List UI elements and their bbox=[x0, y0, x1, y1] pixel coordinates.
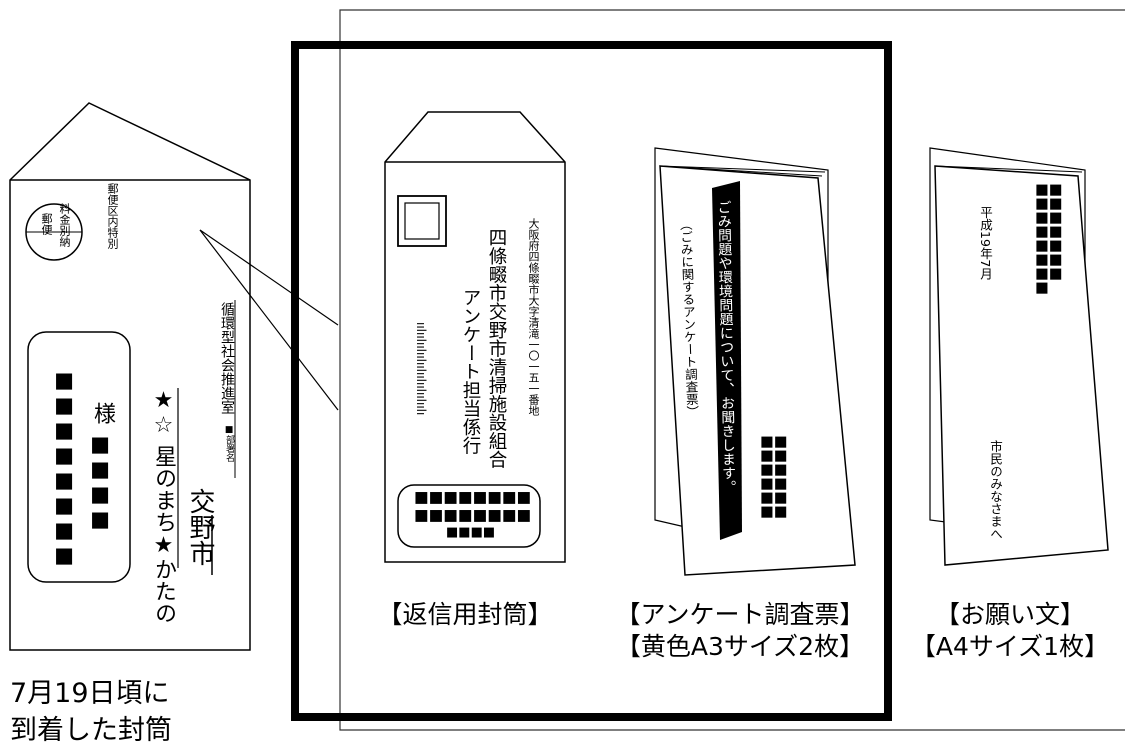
return-to-address: 大阪府四條畷市大字清滝一〇一五一番地 bbox=[527, 218, 540, 416]
stamp-box bbox=[397, 195, 447, 247]
highlight-frame bbox=[291, 41, 892, 721]
questionnaire-banner bbox=[712, 181, 742, 540]
questionnaire-sheet bbox=[659, 165, 856, 576]
return-to-org: 四條畷市交野市清掃施設組合 bbox=[486, 228, 507, 469]
recipient-blocks-line1: ■■■■■■■■ bbox=[52, 368, 76, 568]
sender-star-line: ★☆ 星のまち★かたの bbox=[151, 388, 176, 624]
sender-dept: 循環型社会推進室 bbox=[219, 302, 235, 414]
callout-line bbox=[199, 229, 339, 411]
postage-mark-line2: 郵便 bbox=[40, 213, 53, 235]
return-blocks-row3: ■■■■ bbox=[446, 525, 496, 540]
letter-caption-line1: 【お願い文】 bbox=[934, 600, 1085, 629]
sender-city: 交野市 bbox=[185, 488, 215, 566]
recipient-honorific: 様 bbox=[90, 402, 115, 424]
letter-caption-line2: 【A4サイズ1枚】 bbox=[910, 632, 1110, 661]
letter-sheet bbox=[934, 165, 1109, 566]
questionnaire-blocks: ■■■■■■■■■■■■ bbox=[760, 434, 788, 520]
callout-line bbox=[199, 229, 339, 326]
left-envelope-caption-line2: 到着した封筒 bbox=[10, 715, 172, 746]
recipient-window bbox=[27, 331, 131, 583]
background-frame bbox=[339, 9, 1125, 731]
recipient-blocks-line2: ■■■■ bbox=[88, 432, 112, 532]
return-blocks-row1: ■■■■■■■■ bbox=[414, 488, 532, 506]
return-blocks-frame bbox=[397, 484, 541, 548]
return-barcode: ıılıılıılıılıılıılıılıılıılı bbox=[414, 322, 428, 416]
return-envelope-caption: 【返信用封筒】 bbox=[377, 600, 553, 629]
return-blocks-row2: ■■■■■■■■ bbox=[414, 506, 532, 524]
questionnaire-caption-line1: 【アンケート調査票】 bbox=[615, 600, 865, 629]
left-envelope-caption-line1: 7月19日頃に bbox=[10, 678, 170, 709]
letter-addressee: 市民のみなさまへ bbox=[988, 440, 1003, 540]
letter-blocks: ■■■■■■■■■■■■■■■ bbox=[1035, 182, 1063, 296]
postage-mark-line1: 料金別納 bbox=[58, 203, 71, 247]
postal-zone-label: 郵便区内特別 bbox=[106, 183, 119, 249]
return-to-person: アンケート担当係行 bbox=[460, 288, 481, 455]
sender-dept-label: ■部署名 bbox=[224, 425, 234, 462]
questionnaire-caption-line2: 【黄色A3サイズ2枚】 bbox=[615, 632, 865, 661]
letter-date: 平成19年7月 bbox=[978, 206, 993, 280]
